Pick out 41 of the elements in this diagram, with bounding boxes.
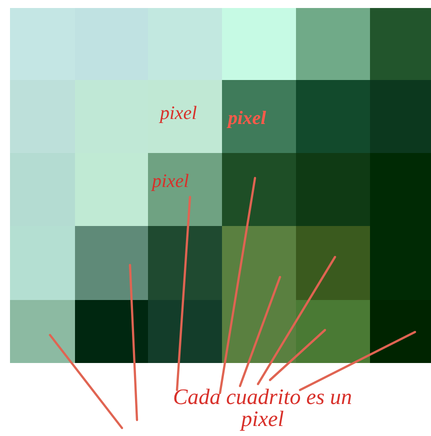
pixel-square <box>370 80 431 153</box>
pixel-square <box>10 300 75 363</box>
pixel-square <box>222 226 296 300</box>
leader-line <box>176 196 192 392</box>
pixel-label: pixel <box>160 104 197 123</box>
pixel-label: pixel <box>152 172 189 191</box>
leader-line <box>238 276 282 388</box>
pixel-square <box>222 300 296 363</box>
leader-line <box>268 328 326 382</box>
pixel-square <box>75 300 148 363</box>
pixel-square <box>148 8 222 80</box>
pixel-square <box>148 153 222 226</box>
pixel-square <box>370 226 431 300</box>
pixel-square <box>222 153 296 226</box>
pixel-square <box>10 153 75 226</box>
leader-line <box>256 256 336 386</box>
pixel-square <box>148 80 222 153</box>
pixel-square <box>10 8 75 80</box>
annotation-text: Cada cuadrito es un pixel <box>172 386 354 430</box>
pixel-square <box>10 80 75 153</box>
leader-line <box>298 330 416 392</box>
pixel-square <box>370 8 431 80</box>
pixel-square <box>148 300 222 363</box>
pixel-square <box>222 8 296 80</box>
pixel-square <box>296 300 370 363</box>
pixel-square <box>296 153 370 226</box>
pixel-square <box>75 8 148 80</box>
pixel-square <box>296 80 370 153</box>
pixel-square <box>370 153 431 226</box>
pixel-square <box>148 226 222 300</box>
pixel-square <box>222 80 296 153</box>
leader-line <box>218 176 256 394</box>
leader-line <box>48 334 124 430</box>
pixel-square <box>296 8 370 80</box>
pixel-square <box>370 300 431 363</box>
pixel-square <box>296 226 370 300</box>
pixel-square <box>75 153 148 226</box>
leader-line <box>128 264 138 422</box>
pixel-square <box>10 226 75 300</box>
pixel-label: pixel <box>228 109 266 128</box>
pixel-square <box>75 226 148 300</box>
